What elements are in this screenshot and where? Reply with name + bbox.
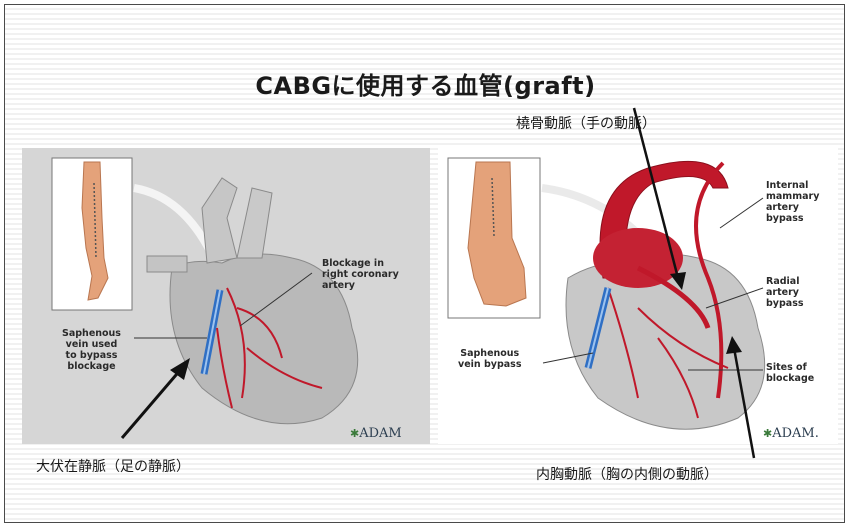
mammary-pointer [720,198,763,228]
logo-text: ADAM [359,426,402,441]
saphenous-vein-caption: 大伏在静脈（足の静脈） [36,456,190,476]
saphenous-used-label: Saphenous vein used to bypass blockage [62,328,121,372]
right-illustration-panel: Internal mammary artery bypass Radial ar… [438,148,838,444]
pulmonary-red [593,228,683,288]
saphenous-caption-arrow [122,368,182,438]
logo-text: ADAM. [772,426,819,441]
logo-mark-icon: ✱ [763,427,772,440]
vena-cava-shape [147,256,187,272]
slide-title: CABGに使用する血管(graft) [0,66,851,101]
radial-bypass-label: Radial artery bypass [766,276,804,309]
internal-thoracic-caption: 内胸動脈（胸の内側の動脈） [536,464,718,484]
aorta-shape [202,178,237,263]
internal-mammary-label: Internal mammary artery bypass [766,180,819,224]
saphenous-heart-illustration [22,148,430,444]
adam-logo-right: ✱ADAM. [763,426,819,441]
adam-logo-left: ✱ADAM [350,426,402,441]
radial-artery-caption: 橈骨動脈（手の動脈） [516,113,656,133]
saphenous-bypass-label: Saphenous vein bypass [458,348,521,370]
left-illustration-panel: Blockage in right coronary artery Saphen… [22,148,430,444]
pulmonary-shape [237,188,272,258]
sites-of-blockage-label: Sites of blockage [766,362,814,384]
blockage-label: Blockage in right coronary artery [322,258,399,291]
logo-mark-icon: ✱ [350,427,359,440]
